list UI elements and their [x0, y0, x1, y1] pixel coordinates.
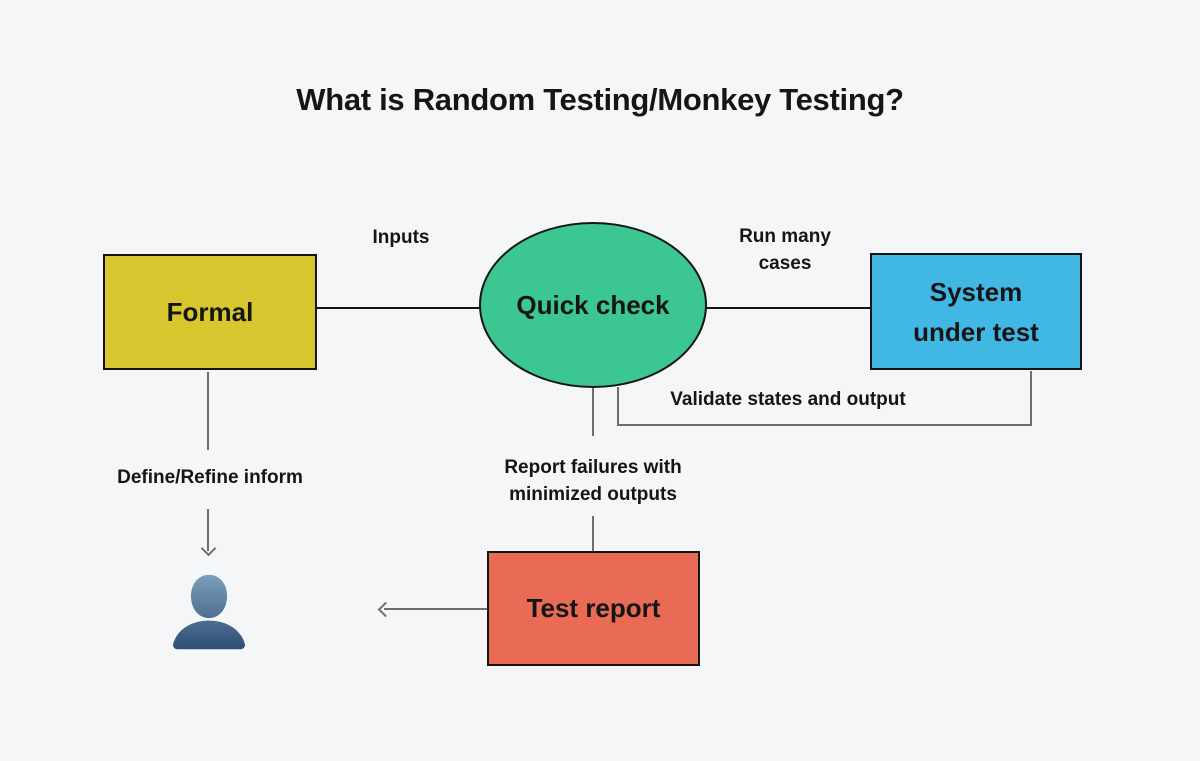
- node-quick-check-label: Quick check: [516, 289, 670, 320]
- node-formal-label: Formal: [166, 296, 254, 327]
- arrowhead-down-icon: [200, 540, 217, 557]
- edge-quickcheck-report-upper: [592, 388, 594, 436]
- edge-formal-define-lower: [207, 509, 209, 551]
- edge-validate-horizontal: [617, 424, 1032, 426]
- node-sut-label-line2: under test: [913, 316, 1039, 347]
- edge-label-report-failures-line2: minimized outputs: [509, 484, 677, 505]
- edge-quickcheck-report-lower: [592, 516, 594, 551]
- edge-label-define-refine: Define/Refine inform: [117, 467, 303, 488]
- page-title: What is Random Testing/Monkey Testing?: [296, 82, 904, 117]
- edge-validate-right-vertical: [1030, 371, 1032, 426]
- node-test-report-label: Test report: [526, 593, 661, 623]
- arrowhead-left-icon: [377, 601, 394, 618]
- edge-quickcheck-sut: [706, 307, 871, 309]
- edge-label-report-failures-line1: Report failures with: [504, 457, 682, 478]
- edge-label-report-failures: Report failures with minimized outputs: [504, 454, 681, 508]
- edge-formal-quickcheck: [317, 307, 480, 309]
- node-test-report: Test report: [487, 551, 700, 666]
- edge-label-inputs: Inputs: [372, 227, 430, 248]
- node-system-under-test: System under test: [870, 253, 1082, 370]
- edge-formal-define-upper: [207, 372, 209, 450]
- edge-label-validate: Validate states and output: [670, 389, 906, 410]
- person-icon: [173, 574, 245, 650]
- edge-report-out: [384, 608, 487, 610]
- node-sut-label-line1: System: [929, 276, 1023, 307]
- edge-label-run-many-cases: Run many cases: [739, 223, 831, 277]
- edge-label-run-many-line2: cases: [758, 253, 812, 274]
- node-quick-check: Quick check: [479, 222, 707, 388]
- edge-label-run-many-line1: Run many: [739, 226, 831, 247]
- edge-validate-left-vertical: [617, 387, 619, 426]
- node-formal: Formal: [103, 254, 317, 370]
